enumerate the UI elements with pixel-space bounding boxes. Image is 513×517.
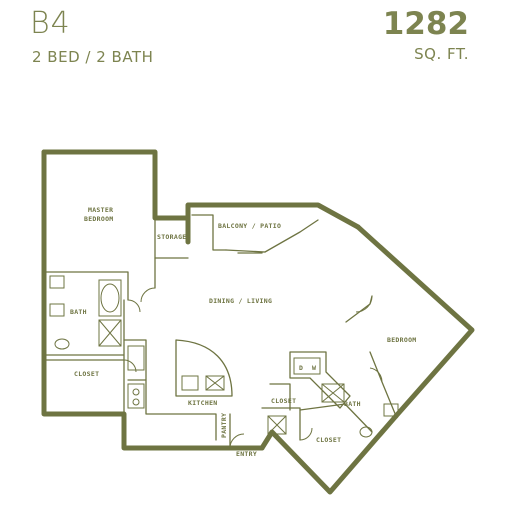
water-heater-x [267,415,287,435]
entry-door-swing [229,433,245,449]
sink [49,275,65,289]
laundry-wall [289,351,351,409]
toilet [359,426,373,438]
shower [98,319,122,347]
second-bath-wall [261,383,301,441]
second-closet-wall [299,403,373,433]
outer-walls [41,149,475,495]
fixtures [49,275,399,438]
door-swing [369,367,383,383]
dishwasher [205,375,225,391]
south-wall [259,413,399,495]
unit-name: B4 [30,6,71,41]
door-swing [299,427,313,441]
washer-label: W [312,364,316,372]
shower-x [321,383,345,403]
washer-dryer [293,357,321,375]
bathtub [100,283,120,313]
master-bath-wall [43,299,125,415]
dining-living-label: DINING / LIVING [209,297,272,305]
bedroom-label: BEDROOM [387,336,417,344]
sink [49,303,65,317]
master-wing-walls [41,149,191,245]
burner [132,388,140,396]
door-swings [123,287,383,449]
door-swing [123,359,137,373]
tub-surround [98,279,122,317]
sliding-door [225,249,266,254]
master-bedroom-label: MASTER [88,206,113,214]
pantry-label: PANTRY [220,413,228,438]
master-bath-label: BATH [70,308,87,316]
small-closet-label: CLOSET [271,397,296,405]
second-bath-label: BATH [344,400,361,408]
door-swing [127,299,141,313]
east-wall [355,224,475,419]
range [127,383,145,409]
room-labels: MASTER BEDROOM STORAGE BALCONY / PATIO D… [70,206,417,458]
sink [383,403,399,417]
beds-baths: 2 BED / 2 BATH [32,48,154,66]
door-swing [140,287,156,303]
second-closet-label: CLOSET [316,436,341,444]
sink [181,375,199,391]
kitchen-counter [123,339,231,449]
dishwasher-x [205,375,225,391]
master-bedroom-wall [43,257,156,301]
door-swing [355,295,373,313]
square-footage-unit: SQ. FT. [414,45,469,63]
storage-label: STORAGE [157,233,187,241]
master-closet-label: CLOSET [74,370,99,378]
water-heater [267,415,287,435]
kitchen-island [175,339,233,397]
burner [132,398,140,406]
entry-label: ENTRY [236,450,257,458]
shower-x [98,319,122,347]
master-bedroom-label-2: BEDROOM [84,215,114,223]
balcony-wall [185,202,361,230]
square-footage: 1282 [382,6,469,42]
dryer-label: D [299,364,303,372]
refrigerator [127,345,145,371]
bedroom-wall [345,295,397,417]
shower [321,383,345,403]
toilet [54,338,70,350]
balcony-label: BALCONY / PATIO [218,222,281,230]
kitchen-label: KITCHEN [188,399,218,407]
balcony-inner-wall [191,214,319,253]
